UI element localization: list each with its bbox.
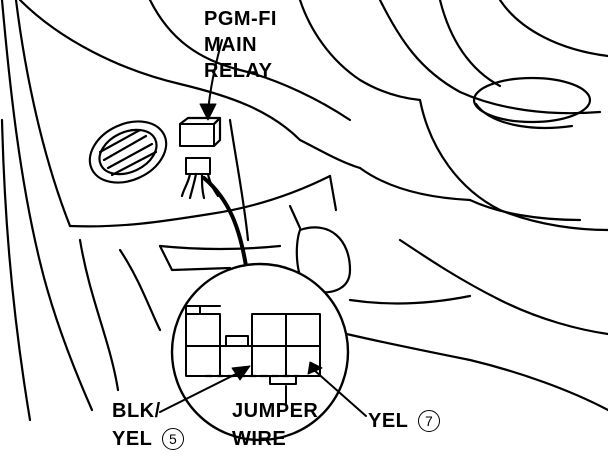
blk-arrow-head (231, 365, 251, 381)
relay-arrow-head (199, 103, 217, 121)
yel-arrow-head (307, 361, 323, 375)
air-vent (88, 120, 168, 184)
magnifier-circle (170, 262, 350, 442)
blk-label-line1: BLK/ (112, 400, 161, 422)
yel-leader (313, 369, 367, 417)
pin-number-5: 5 (162, 428, 185, 450)
relay-label-line1: PGM-FI (204, 8, 277, 30)
lower-dash (78, 204, 608, 412)
blk-label-line2: YEL 5 (112, 428, 185, 450)
blk-label-color: YEL (112, 428, 153, 450)
yel-label: YEL 7 (368, 410, 441, 432)
relay-label: PGM-FI MAIN RELAY (204, 8, 277, 82)
magnifier-leader (202, 176, 248, 268)
dashboard-panel (18, 0, 472, 242)
relay-label-line3: RELAY (204, 60, 273, 82)
connector-face (185, 305, 321, 377)
blk-leader (159, 369, 245, 413)
jumper-bracket (269, 375, 297, 385)
steering-wheel (378, 0, 608, 232)
jumper-wire-label: JUMPER WIRE (232, 400, 318, 450)
jumper-label-line1: JUMPER (232, 400, 319, 422)
pin-number-7: 7 (418, 410, 441, 432)
relay-connector (180, 157, 220, 200)
jumper-label-line2: WIRE (232, 428, 287, 450)
a-pillar-outline (0, 0, 94, 422)
yel-label-color: YEL (368, 410, 409, 432)
blk-yel-label: BLK/ YEL 5 (112, 400, 185, 450)
relay-label-line2: MAIN (204, 34, 258, 56)
main-relay (178, 116, 222, 148)
